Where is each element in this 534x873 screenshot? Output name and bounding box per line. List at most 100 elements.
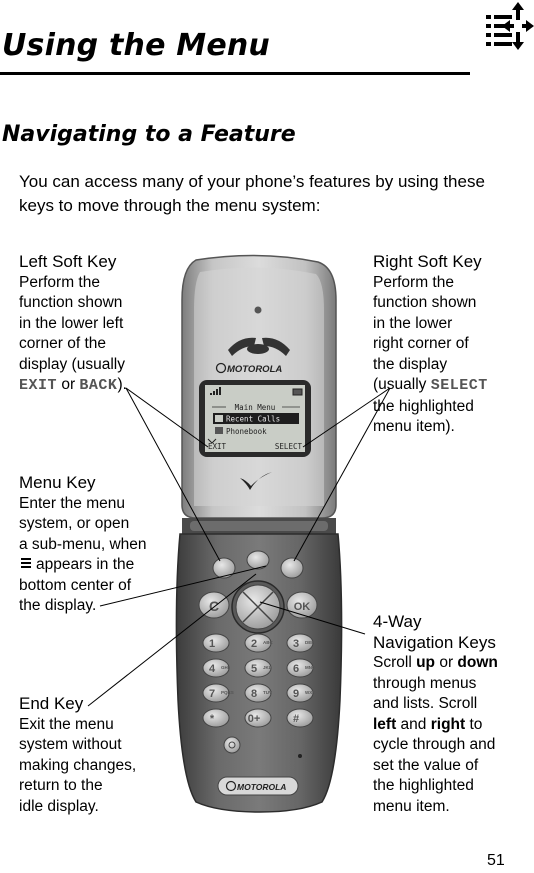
menu-indicator-icon: [21, 558, 31, 568]
callout-line: set the value of: [373, 756, 479, 774]
callout-line: return to the: [19, 777, 103, 794]
callout-line: and lists. Scroll: [373, 695, 478, 712]
callout-line: right corner of: [373, 335, 469, 352]
page-number: 51: [487, 852, 505, 869]
up-label: up: [416, 654, 436, 671]
callout-line: EXIT or BACK).: [19, 375, 127, 397]
callout-line: left and right to: [373, 715, 498, 736]
keypad-key: 9 WXYZ: [286, 683, 318, 703]
callout-line: idle display.: [19, 797, 99, 815]
body-brand: MOTOROLA: [237, 782, 286, 792]
callout-line: appears in the: [19, 555, 147, 576]
flip-brand: MOTOROLA: [227, 364, 282, 375]
callout-line: a sub-menu, when: [19, 535, 147, 553]
nav-keys-title: 4-Way: [373, 612, 422, 631]
callout-line: Exit the menu: [19, 715, 114, 733]
end-key: [223, 736, 241, 754]
callout-line: Perform the: [19, 273, 100, 291]
intro-text: You can access many of your phone’s feat…: [19, 172, 485, 215]
nav-keys-title: Navigation Keys: [373, 632, 496, 652]
flip-logo: [240, 472, 272, 490]
menu-key-title: Menu Key: [19, 473, 96, 492]
right-label: right: [430, 715, 466, 733]
keypad-key: 1: [202, 633, 230, 653]
keypad-key: *: [202, 708, 230, 728]
right-soft-key: [280, 557, 304, 579]
keypad-key-label: 4: [209, 663, 216, 675]
callout-line: the highlighted: [373, 397, 474, 415]
title-rule: [0, 72, 470, 75]
keypad-key-label: 0+: [248, 713, 261, 725]
left-soft-key-title: Left Soft Key: [19, 252, 117, 271]
callout-line: display (usually: [19, 355, 125, 373]
nav-keys-callout: 4-Way Navigation Keys Scroll up or down …: [373, 612, 498, 817]
right-soft-key-callout: Right Soft Key Perform the function show…: [373, 252, 488, 438]
ok-key: [286, 591, 318, 619]
callout-line: Enter the menu: [19, 494, 125, 512]
screen-title: Main Menu: [235, 403, 276, 412]
callout-text: to: [465, 715, 483, 733]
callout-line: menu item.: [373, 797, 450, 815]
microphone-dot: [298, 754, 302, 758]
four-way-navigation-key: [231, 580, 285, 634]
exit-label: EXIT: [19, 377, 58, 394]
clear-key: [198, 591, 230, 619]
callout-text: appears in the: [36, 556, 135, 573]
callout-line: function shown: [19, 294, 123, 311]
keypad-key-letters: MNO: [305, 665, 316, 670]
callout-text: Scroll: [373, 654, 417, 671]
keypad-key-letters: ABC: [263, 640, 273, 645]
page-title: Using the Menu: [2, 28, 270, 63]
svg-text:C: C: [209, 598, 219, 614]
end-key-callout: End Key Exit the menu system without mak…: [19, 694, 136, 817]
callout-line: the display.: [19, 597, 97, 614]
callout-line: in the lower left: [19, 314, 124, 332]
keypad-key-label: 7: [209, 688, 215, 700]
callout-line: (usually SELECT: [373, 375, 488, 397]
callout-line: the highlighted: [373, 777, 474, 794]
end-key-title: End Key: [19, 694, 84, 713]
menu-key: [246, 550, 270, 570]
keypad-key: 4 GHI: [202, 658, 230, 678]
svg-text:OK: OK: [294, 601, 311, 613]
down-label: down: [457, 654, 498, 671]
callout-text: ).: [117, 376, 127, 393]
keypad-key-letters: GHI: [221, 665, 229, 670]
menu-key-callout: Menu Key Enter the menu system, or open …: [19, 473, 147, 617]
keypad-key-label: #: [293, 713, 299, 725]
menu-navigation-icon: [486, 2, 534, 50]
callout-line: system without: [19, 736, 122, 753]
callout-line: the display: [373, 355, 448, 373]
back-label: BACK: [79, 377, 118, 394]
callout-line: cycle through and: [373, 736, 496, 753]
callout-line: in the lower: [373, 314, 453, 332]
keypad-key-label: 3: [293, 638, 299, 650]
keypad-key-label: 9: [293, 688, 299, 700]
callout-line: function shown: [373, 294, 477, 311]
left-label: left: [373, 715, 397, 733]
left-soft-key-callout: Left Soft Key Perform the function shown…: [19, 252, 127, 397]
section-heading: Navigating to a Feature: [2, 122, 296, 147]
leader-lines: [87, 387, 391, 707]
callout-line: through menus: [373, 674, 477, 692]
keypad-key-label: *: [210, 713, 215, 725]
callout-line: making changes,: [19, 756, 137, 774]
screen-soft-right: SELECT: [275, 442, 303, 451]
callout-line: Perform the: [373, 273, 454, 291]
keypad-key: #: [286, 708, 314, 728]
keypad-key-label: 5: [251, 663, 257, 675]
callout-text: (usually: [373, 376, 431, 393]
callout-line: system, or open: [19, 515, 130, 532]
keypad-key-letters: JKL: [263, 665, 272, 670]
keypad-key-label: 2: [251, 638, 257, 650]
keypad-key-label: 1: [209, 638, 215, 650]
screen-menu-item: Recent Calls: [226, 415, 280, 424]
keypad-key-letters: WXYZ: [305, 690, 318, 695]
right-soft-key-title: Right Soft Key: [373, 252, 482, 271]
earpiece: [228, 337, 290, 356]
left-soft-key: [212, 557, 236, 579]
